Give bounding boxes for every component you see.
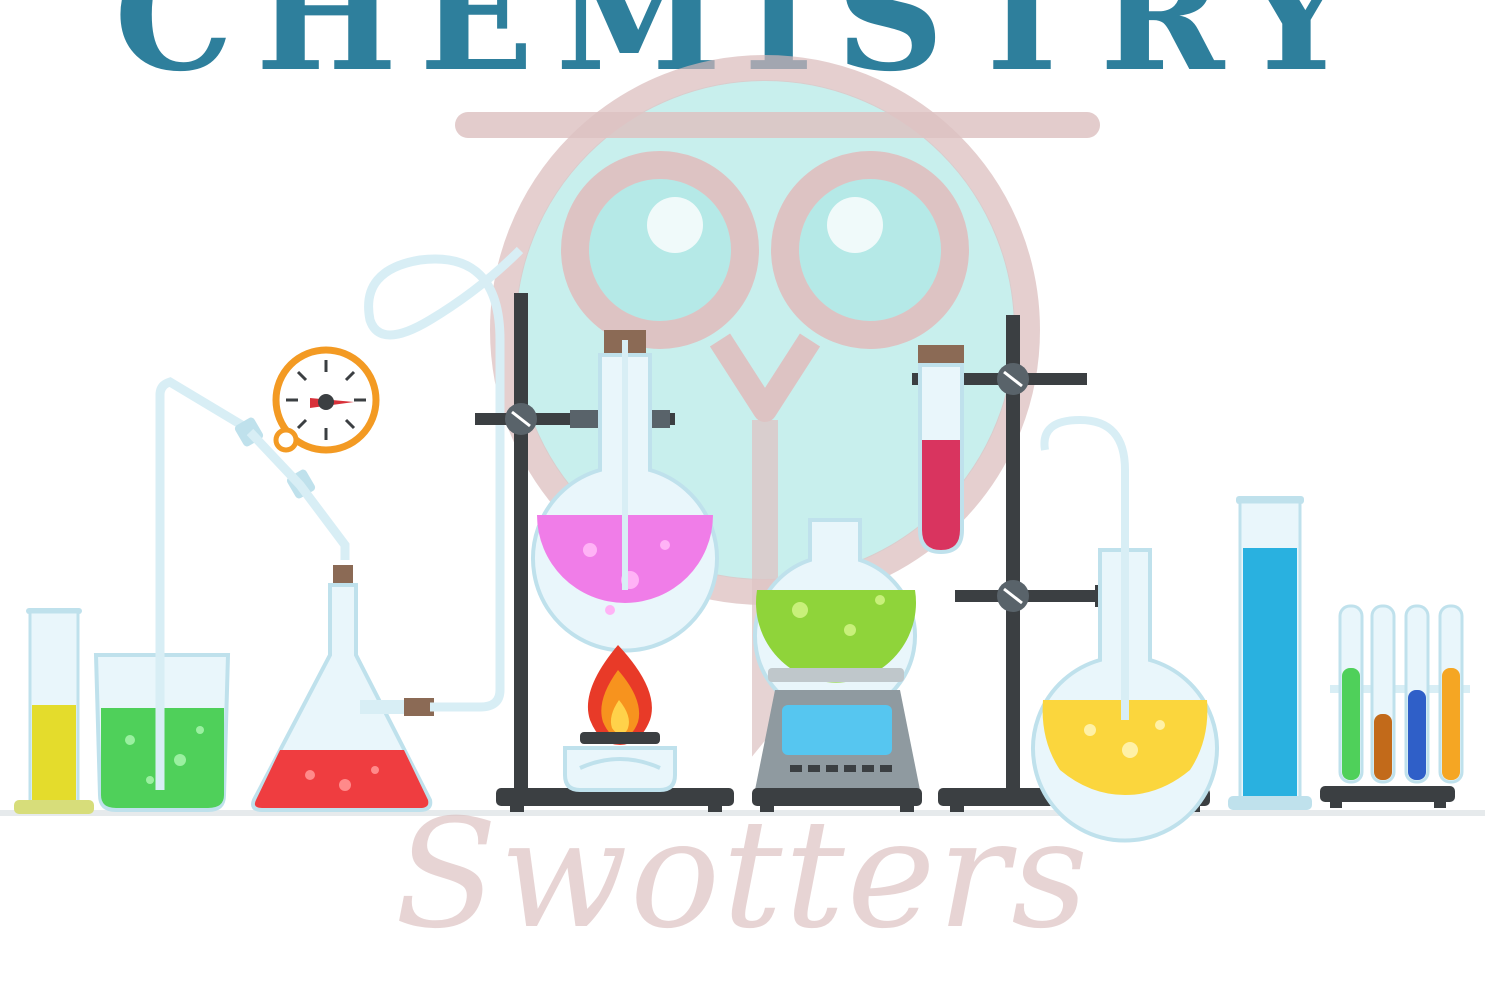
bench-line	[0, 810, 1485, 816]
watermark-text: Swotters	[394, 788, 1091, 962]
beaker-icon	[93, 377, 253, 812]
pressure-gauge-icon	[234, 346, 380, 560]
graduated-cylinder-icon	[14, 608, 94, 814]
round-bottom-flask-icon	[531, 330, 719, 653]
graduated-cylinder-blue-icon	[1228, 496, 1312, 810]
digital-scale-icon	[752, 518, 922, 812]
test-tube-icon	[918, 345, 964, 555]
yellow-flask-icon	[1031, 415, 1219, 843]
erlenmeyer-flask-icon	[251, 246, 524, 812]
bunsen-burner-icon	[563, 645, 677, 792]
test-tube-rack-icon	[1320, 604, 1470, 808]
